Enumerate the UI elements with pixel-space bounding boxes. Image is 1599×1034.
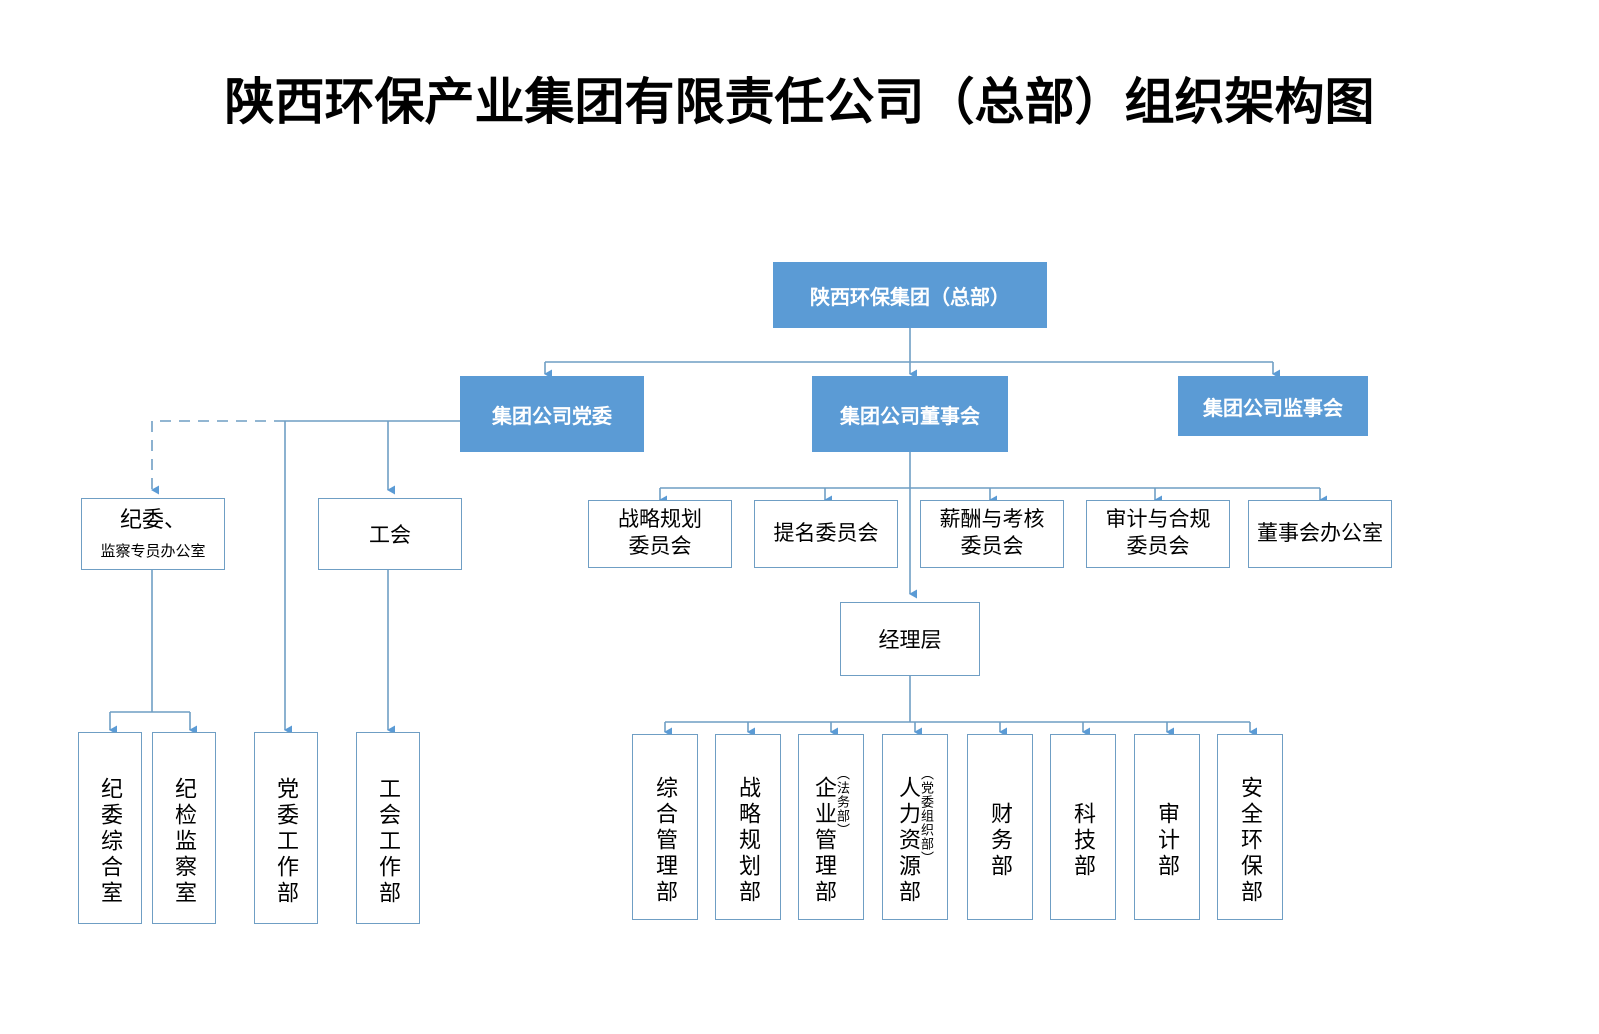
node-dept-union-work-label: 工会工作部 bbox=[376, 777, 401, 907]
node-committee-audit-compliance[interactable]: 审计与合规 委员会 bbox=[1086, 500, 1230, 568]
node-dept-general-management-label: 综合管理部 bbox=[653, 776, 678, 906]
node-dept-finance-label: 财务部 bbox=[988, 802, 1013, 880]
node-management-layer-label: 经理层 bbox=[878, 629, 942, 652]
node-committee-compensation-line1: 薪酬与考核 bbox=[939, 508, 1045, 532]
node-party-committee[interactable]: 集团公司党委 bbox=[460, 376, 644, 452]
node-dept-discipline-general-office-label: 纪委综合室 bbox=[98, 777, 123, 907]
node-dept-finance[interactable]: 财务部 bbox=[967, 734, 1033, 920]
node-management-layer[interactable]: 经理层 bbox=[840, 602, 980, 676]
node-root[interactable]: 陕西环保集团（总部） bbox=[773, 262, 1047, 328]
node-dept-enterprise-management[interactable]: 企业管理部 （法务部） bbox=[798, 734, 864, 920]
node-dept-audit[interactable]: 审计部 bbox=[1134, 734, 1200, 920]
node-dept-discipline-general-office[interactable]: 纪委综合室 bbox=[78, 732, 142, 924]
node-dept-union-work[interactable]: 工会工作部 bbox=[356, 732, 420, 924]
node-union-label: 工会 bbox=[369, 524, 411, 547]
node-committee-nomination-line1: 提名委员会 bbox=[773, 521, 879, 545]
page-title: 陕西环保产业集团有限责任公司（总部）组织架构图 bbox=[224, 73, 1375, 131]
node-dept-discipline-inspection-office[interactable]: 纪检监察室 bbox=[152, 732, 216, 924]
node-dept-human-resources-sublabel: （党委组织部） bbox=[919, 767, 934, 865]
node-committee-compensation-line2: 委员会 bbox=[960, 535, 1024, 558]
node-dept-strategic-planning[interactable]: 战略规划部 bbox=[715, 734, 781, 920]
node-discipline-office-line1: 纪委、 bbox=[119, 507, 186, 533]
node-committee-strategy[interactable]: 战略规划 委员会 bbox=[588, 500, 732, 568]
node-dept-human-resources-label: 人力资源部 bbox=[896, 776, 921, 906]
node-board-of-directors[interactable]: 集团公司董事会 bbox=[812, 376, 1008, 452]
node-dept-strategic-planning-label: 战略规划部 bbox=[736, 776, 761, 906]
node-root-label: 陕西环保集团（总部） bbox=[810, 286, 1010, 309]
node-board-office-line1: 董事会办公室 bbox=[1257, 521, 1383, 545]
node-dept-safety-environment[interactable]: 安全环保部 bbox=[1217, 734, 1283, 920]
node-dept-enterprise-management-sublabel: （法务部） bbox=[835, 767, 850, 837]
node-committee-compensation[interactable]: 薪酬与考核 委员会 bbox=[920, 500, 1064, 568]
node-dept-human-resources[interactable]: 人力资源部 （党委组织部） bbox=[882, 734, 948, 920]
node-dept-technology[interactable]: 科技部 bbox=[1050, 734, 1116, 920]
node-dept-party-work[interactable]: 党委工作部 bbox=[254, 732, 318, 924]
node-committee-compensation-text: 薪酬与考核 委员会 bbox=[940, 507, 1045, 561]
node-board-of-supervisors-label: 集团公司监事会 bbox=[1203, 397, 1343, 420]
node-committee-strategy-line2: 委员会 bbox=[628, 535, 692, 558]
node-committee-audit-compliance-text: 审计与合规 委员会 bbox=[1106, 507, 1211, 561]
node-dept-general-management[interactable]: 综合管理部 bbox=[632, 734, 698, 920]
node-discipline-office-line2: 监察专员办公室 bbox=[100, 543, 206, 561]
node-dept-technology-label: 科技部 bbox=[1071, 802, 1096, 880]
node-board-office-text: 董事会办公室 bbox=[1257, 521, 1383, 548]
node-dept-audit-label: 审计部 bbox=[1155, 802, 1180, 880]
node-dept-discipline-inspection-office-label: 纪检监察室 bbox=[172, 777, 197, 907]
node-discipline-office[interactable]: 纪委、 监察专员办公室 bbox=[81, 498, 225, 570]
node-dept-enterprise-management-label: 企业管理部 bbox=[812, 776, 837, 906]
node-dept-safety-environment-label: 安全环保部 bbox=[1238, 776, 1263, 906]
node-board-of-supervisors[interactable]: 集团公司监事会 bbox=[1178, 376, 1368, 436]
node-union[interactable]: 工会 bbox=[318, 498, 462, 570]
node-committee-nomination[interactable]: 提名委员会 bbox=[754, 500, 898, 568]
node-committee-audit-compliance-line2: 委员会 bbox=[1126, 535, 1190, 558]
node-party-committee-label: 集团公司党委 bbox=[492, 405, 612, 428]
node-board-of-directors-label: 集团公司董事会 bbox=[840, 405, 980, 428]
node-dept-party-work-label: 党委工作部 bbox=[274, 777, 299, 907]
node-board-office[interactable]: 董事会办公室 bbox=[1248, 500, 1392, 568]
node-committee-nomination-text: 提名委员会 bbox=[774, 521, 879, 548]
node-committee-audit-compliance-line1: 审计与合规 bbox=[1105, 508, 1211, 532]
node-committee-strategy-text: 战略规划 委员会 bbox=[618, 507, 702, 561]
node-committee-strategy-line1: 战略规划 bbox=[618, 508, 702, 532]
node-discipline-office-text: 纪委、 监察专员办公室 bbox=[100, 506, 205, 561]
